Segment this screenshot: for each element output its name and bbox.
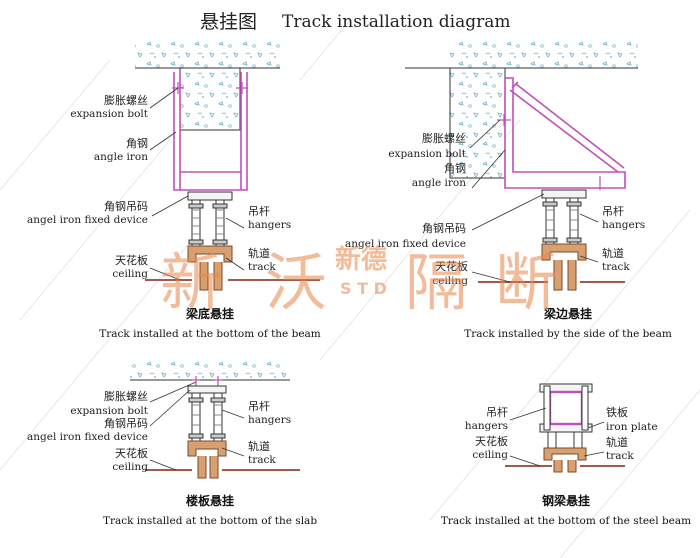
label-fixed-device-en: angel iron fixed device bbox=[27, 431, 148, 443]
diagram-steel-beam: 吊杆 hangers 铁板 iron plate 轨道 track 天花板 ce… bbox=[441, 383, 691, 527]
caption-steel-beam-cn: 钢梁悬挂 bbox=[542, 493, 590, 508]
concrete-slab bbox=[135, 38, 280, 68]
label-expansion-bolt-en: expansion bolt bbox=[388, 148, 466, 160]
label-track-en: track bbox=[606, 450, 634, 462]
watermark: 新 沃 隔 断 新德 S T D bbox=[160, 244, 557, 319]
label-track-cn: 轨道 bbox=[606, 435, 628, 449]
track-profile bbox=[541, 243, 587, 291]
label-angle-iron-en: angle iron bbox=[94, 151, 148, 163]
label-expansion-bolt-en: expansion bolt bbox=[70, 405, 148, 417]
caption-beam-bottom-cn: 梁底悬挂 bbox=[185, 306, 234, 321]
label-expansion-bolt-cn: 膨胀螺丝 bbox=[104, 93, 148, 107]
label-track-en: track bbox=[248, 454, 276, 466]
label-hangers-en: hangers bbox=[602, 219, 645, 231]
concrete-beam bbox=[179, 67, 241, 131]
label-hangers-cn: 吊杆 bbox=[602, 204, 624, 218]
label-fixed-device-en: angel iron fixed device bbox=[27, 214, 148, 226]
caption-beam-side-en: Track installed by the side of the beam bbox=[464, 328, 672, 340]
label-hangers-en: hangers bbox=[248, 414, 291, 426]
diagram-slab-bottom: 膨胀螺丝 expansion bolt 角钢吊码 angel iron fixe… bbox=[27, 358, 317, 527]
label-angle-iron-cn: 角钢 bbox=[444, 162, 466, 175]
track-profile bbox=[187, 245, 233, 291]
caption-slab-bottom-cn: 楼板悬挂 bbox=[186, 493, 234, 508]
label-hangers-cn: 吊杆 bbox=[248, 399, 270, 413]
angle-iron-bracket bbox=[504, 77, 626, 189]
expansion-bolt-icon bbox=[192, 376, 222, 386]
hangers bbox=[188, 199, 228, 247]
label-expansion-bolt-cn: 膨胀螺丝 bbox=[104, 389, 148, 403]
label-hangers-en: hangers bbox=[465, 420, 508, 432]
caption-beam-bottom-en: Track installed at the bottom of the bea… bbox=[99, 328, 321, 340]
label-track-cn: 轨道 bbox=[248, 439, 270, 453]
label-track-cn: 轨道 bbox=[248, 246, 270, 260]
label-expansion-bolt-cn: 膨胀螺丝 bbox=[422, 131, 466, 145]
steel-beam-section bbox=[548, 390, 584, 426]
label-track-en: track bbox=[602, 261, 630, 273]
label-hangers-cn: 吊杆 bbox=[248, 204, 270, 218]
label-ceiling-en: ceiling bbox=[112, 461, 148, 473]
label-ceiling-cn: 天花板 bbox=[435, 259, 468, 273]
label-hangers-en: hangers bbox=[248, 219, 291, 231]
label-ceiling-cn: 天花板 bbox=[475, 434, 508, 448]
label-track-en: track bbox=[248, 261, 276, 273]
expansion-bolt-icon bbox=[497, 114, 601, 190]
label-fixed-device-cn: 角钢吊码 bbox=[422, 222, 466, 235]
label-fixed-device-en: angel iron fixed device bbox=[345, 238, 466, 250]
watermark-char-3: 隔 bbox=[405, 246, 467, 319]
label-angle-iron-en: angle iron bbox=[412, 177, 466, 189]
title-cn: 悬挂图 bbox=[200, 11, 257, 33]
label-track-cn: 轨道 bbox=[602, 246, 624, 260]
concrete-beam bbox=[449, 67, 506, 179]
caption-steel-beam-en: Track installed at the bottom of the ste… bbox=[441, 515, 691, 527]
label-ceiling-en: ceiling bbox=[432, 275, 468, 287]
track-profile bbox=[187, 440, 227, 479]
label-iron-plate-cn: 铁板 bbox=[606, 405, 628, 419]
watermark-char-2: 沃 bbox=[265, 246, 327, 319]
title-en: Track installation diagram bbox=[282, 12, 511, 32]
watermark-brand-cn: 新德 bbox=[335, 244, 387, 275]
diagram-beam-side: 膨胀螺丝 expansion bolt 角钢 angle iron 角钢吊码 a… bbox=[345, 38, 672, 340]
label-fixed-device-cn: 角钢吊码 bbox=[104, 200, 148, 213]
label-ceiling-en: ceiling bbox=[112, 268, 148, 280]
label-expansion-bolt-en: expansion bolt bbox=[70, 108, 148, 120]
watermark-char-1: 新 bbox=[160, 246, 222, 319]
diagram-beam-bottom: 膨胀螺丝 expansion bolt 角钢 angle iron 角钢吊码 a… bbox=[27, 38, 321, 340]
label-iron-plate-en: iron plate bbox=[606, 421, 658, 433]
label-hangers-cn: 吊杆 bbox=[486, 405, 508, 419]
label-ceiling-cn: 天花板 bbox=[115, 253, 148, 267]
label-ceiling-cn: 天花板 bbox=[115, 446, 148, 460]
watermark-brand-en: S T D bbox=[340, 279, 387, 298]
caption-slab-bottom-en: Track installed at the bottom of the sla… bbox=[103, 515, 317, 527]
caption-beam-side-cn: 梁边悬挂 bbox=[543, 306, 592, 321]
concrete-slab bbox=[130, 358, 290, 380]
label-angle-iron-cn: 角钢 bbox=[126, 137, 148, 150]
label-ceiling-en: ceiling bbox=[472, 449, 508, 461]
track-profile bbox=[543, 447, 587, 473]
angle-iron-frame bbox=[173, 72, 248, 191]
watermark-char-4: 断 bbox=[495, 246, 557, 319]
label-fixed-device-cn: 角钢吊码 bbox=[104, 417, 148, 430]
